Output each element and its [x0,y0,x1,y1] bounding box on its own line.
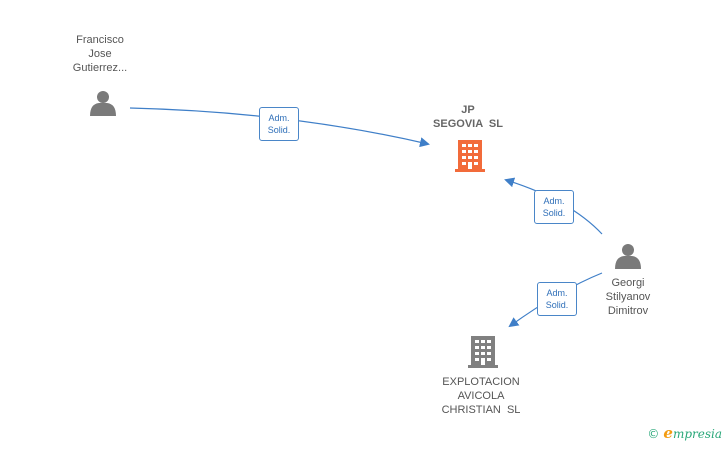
edge-label-line: Adm. [543,196,565,206]
edge-label-line: Adm. [268,113,290,123]
edge-label-georgi-jp-segovia[interactable]: Adm. Solid. [534,190,574,224]
node-label-jp-segovia[interactable]: JP SEGOVIA SL [418,103,518,131]
node-label-francisco[interactable]: Francisco Jose Gutierrez... [60,33,140,75]
copyright-symbol: © [647,427,660,441]
node-label-line: Dimitrov [607,305,649,317]
edge-label-line: Solid. [267,125,291,135]
brand-initial: e [663,424,673,442]
building-icon[interactable] [455,140,485,172]
node-label-line: AVICOLA [457,390,505,402]
node-label-line: CHRISTIAN SL [441,404,521,416]
brand-name: mpresia [672,427,722,441]
node-label-line: Georgi [611,277,645,289]
edge-label-francisco-jp-segovia[interactable]: Adm. Solid. [259,107,299,141]
node-label-line: Jose [88,48,112,60]
node-label-georgi[interactable]: Georgi Stilyanov Dimitrov [590,276,666,318]
node-label-line: Stilyanov [605,291,651,303]
edge-label-georgi-explotacion[interactable]: Adm. Solid. [537,282,577,316]
node-label-explotacion[interactable]: EXPLOTACION AVICOLA CHRISTIAN SL [426,375,536,417]
edge-label-line: Adm. [546,288,568,298]
person-icon[interactable] [615,244,641,269]
node-label-line: Francisco [76,34,124,46]
empresia-watermark: ©empresia [647,424,722,442]
edge-label-line: Solid. [542,208,566,218]
building-icon[interactable] [468,336,498,368]
node-label-line: SEGOVIA SL [433,118,503,130]
person-icon[interactable] [90,91,116,116]
node-label-line: EXPLOTACION [442,376,520,388]
edge-label-line: Solid. [545,300,569,310]
node-label-line: JP [461,104,475,116]
node-label-line: Gutierrez... [72,62,128,74]
